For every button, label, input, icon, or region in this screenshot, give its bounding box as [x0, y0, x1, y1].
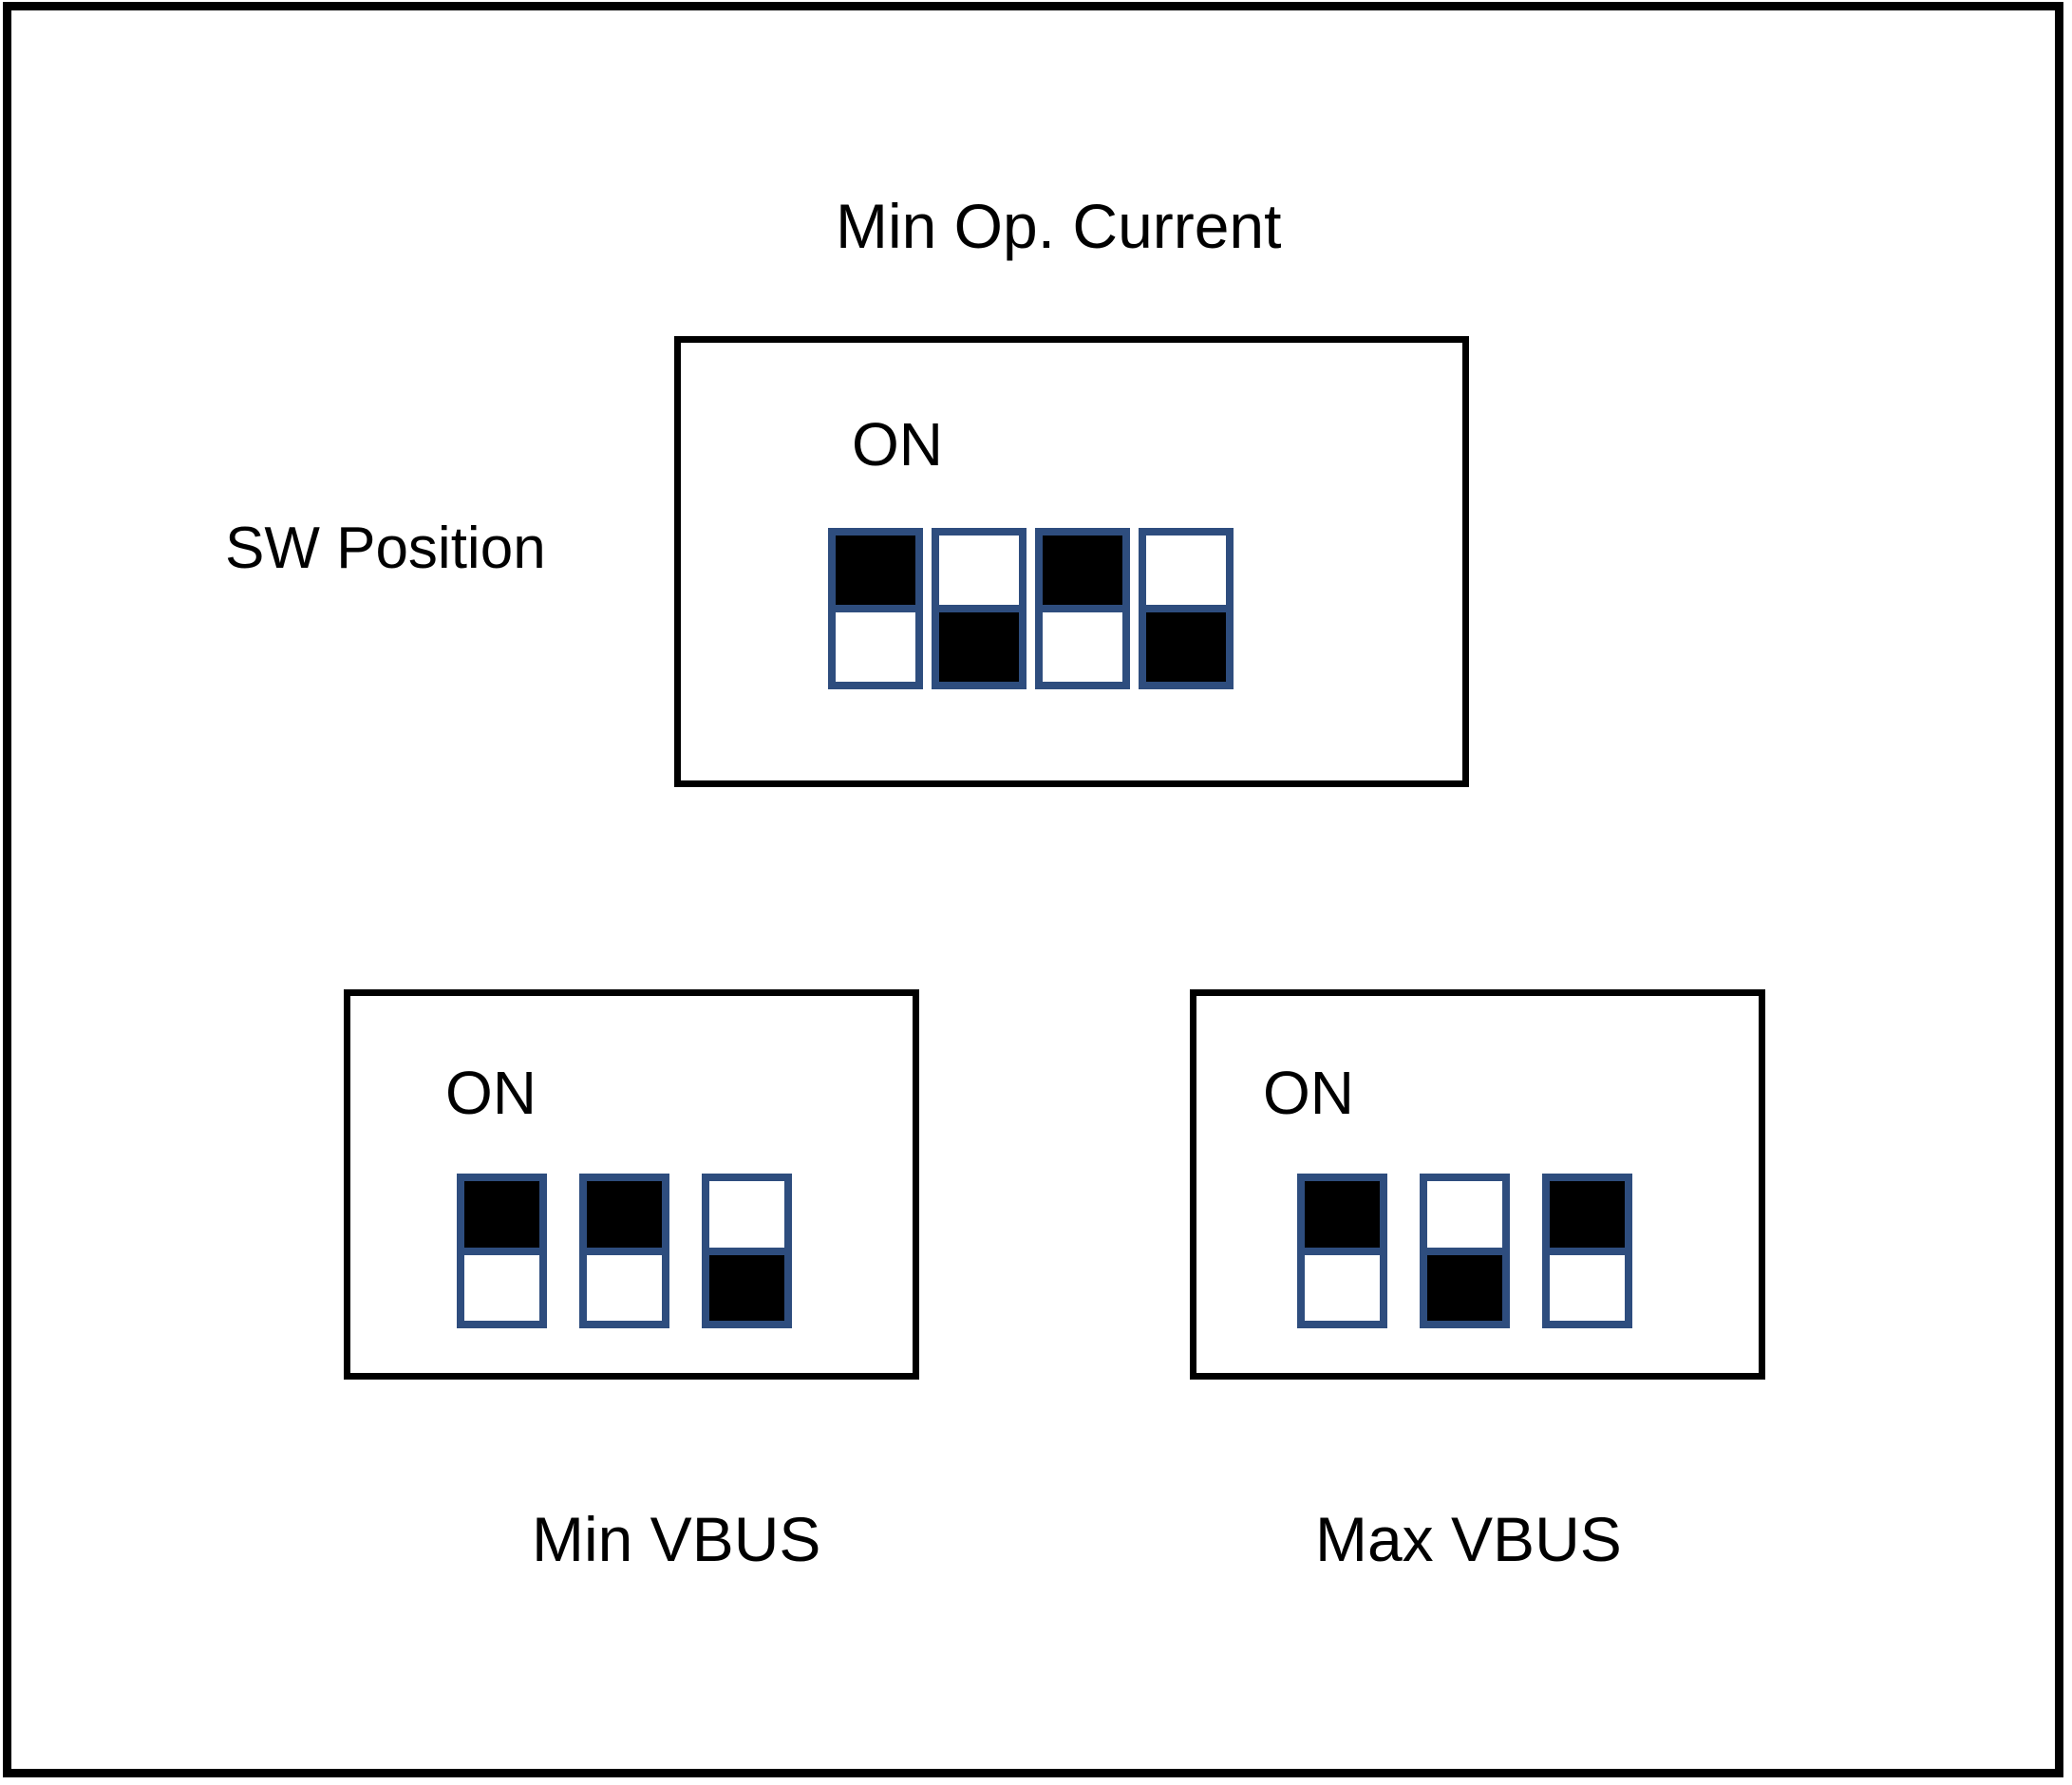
dip-switch-4[interactable] — [1139, 528, 1234, 689]
min-vbus-dip-switch-2-divider — [587, 1247, 662, 1255]
dip-switch-row-min-vbus — [457, 1174, 792, 1328]
on-label-min-vbus: ON — [445, 1059, 537, 1127]
on-label-min-op-current: ON — [852, 410, 943, 479]
min-vbus-switch-box: ON — [344, 989, 919, 1380]
max-vbus-dip-switch-2-divider — [1427, 1247, 1502, 1255]
sw-position-label: SW Position — [225, 516, 546, 581]
max-vbus-caption: Max VBUS — [1315, 1504, 1622, 1574]
min-vbus-dip-switch-2[interactable] — [579, 1174, 669, 1328]
min-op-current-switch-box: ON — [674, 336, 1469, 787]
dip-switch-4-top — [1146, 536, 1226, 605]
on-label-max-vbus: ON — [1263, 1059, 1354, 1127]
dip-switch-3-top — [1043, 536, 1122, 605]
dip-switch-4-bottom — [1146, 612, 1226, 682]
min-vbus-dip-switch-3[interactable] — [702, 1174, 792, 1328]
outer-frame — [3, 2, 2063, 1777]
max-vbus-dip-switch-1[interactable] — [1297, 1174, 1387, 1328]
dip-switch-2-divider — [939, 605, 1019, 612]
min-vbus-dip-switch-1-top — [464, 1181, 539, 1248]
dip-switch-row-min-op-current — [828, 528, 1234, 689]
min-vbus-dip-switch-3-top — [709, 1181, 784, 1248]
max-vbus-dip-switch-1-top — [1305, 1181, 1380, 1248]
dip-switch-row-max-vbus — [1297, 1174, 1632, 1328]
min-vbus-dip-switch-3-bottom — [709, 1254, 784, 1321]
min-vbus-caption: Min VBUS — [532, 1504, 821, 1574]
min-vbus-dip-switch-2-bottom — [587, 1254, 662, 1321]
max-vbus-dip-switch-3-divider — [1550, 1247, 1625, 1255]
dip-switch-2[interactable] — [932, 528, 1027, 689]
min-vbus-dip-switch-3-divider — [709, 1247, 784, 1255]
min-vbus-dip-switch-1[interactable] — [457, 1174, 547, 1328]
dip-switch-1-divider — [836, 605, 915, 612]
max-vbus-dip-switch-3-bottom — [1550, 1254, 1625, 1321]
dip-switch-3-divider — [1043, 605, 1122, 612]
max-vbus-dip-switch-2-top — [1427, 1181, 1502, 1248]
max-vbus-dip-switch-3[interactable] — [1542, 1174, 1632, 1328]
max-vbus-dip-switch-1-divider — [1305, 1247, 1380, 1255]
max-vbus-dip-switch-1-bottom — [1305, 1254, 1380, 1321]
dip-switch-2-bottom — [939, 612, 1019, 682]
dip-switch-2-top — [939, 536, 1019, 605]
min-vbus-dip-switch-1-divider — [464, 1247, 539, 1255]
dip-switch-1-bottom — [836, 612, 915, 682]
dip-switch-1[interactable] — [828, 528, 923, 689]
dip-switch-4-divider — [1146, 605, 1226, 612]
min-vbus-dip-switch-1-bottom — [464, 1254, 539, 1321]
max-vbus-dip-switch-2[interactable] — [1420, 1174, 1510, 1328]
min-vbus-dip-switch-2-top — [587, 1181, 662, 1248]
dip-switch-1-top — [836, 536, 915, 605]
max-vbus-switch-box: ON — [1190, 989, 1765, 1380]
min-op-current-title: Min Op. Current — [836, 191, 1282, 261]
max-vbus-dip-switch-3-top — [1550, 1181, 1625, 1248]
dip-switch-3-bottom — [1043, 612, 1122, 682]
dip-switch-3[interactable] — [1035, 528, 1130, 689]
max-vbus-dip-switch-2-bottom — [1427, 1254, 1502, 1321]
